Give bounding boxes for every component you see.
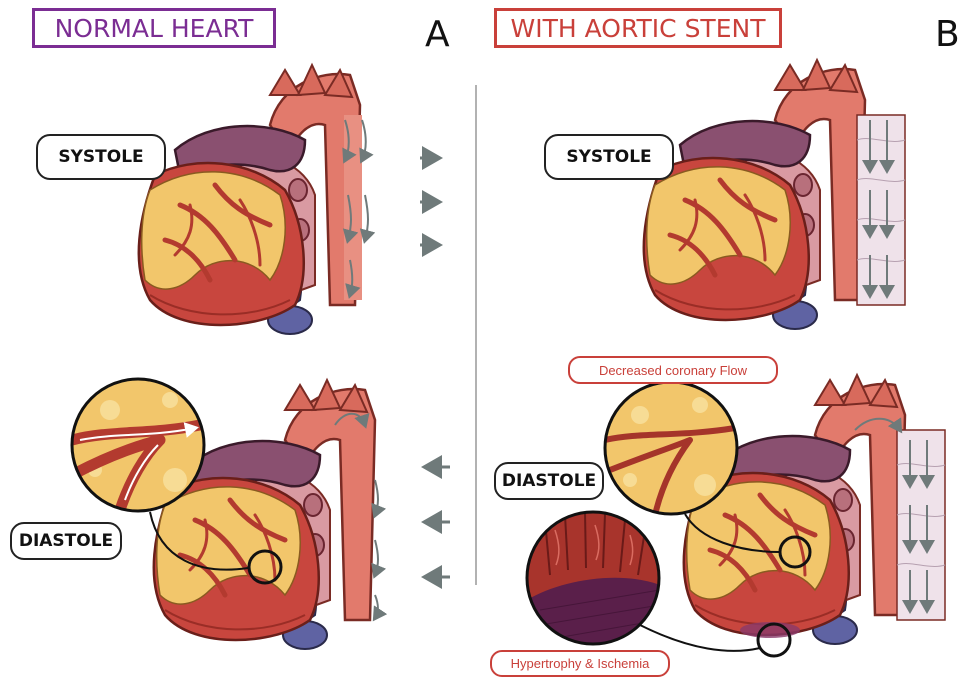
diastole-label-b: DIASTOLE (494, 462, 604, 500)
systole-label-b: SYSTOLE (544, 134, 674, 180)
hypertrophy-ischemia-callout: Hypertrophy & Ischemia (490, 650, 670, 677)
decreased-coronary-flow-callout: Decreased coronary Flow (568, 356, 778, 384)
stent-systole-heart (644, 60, 905, 329)
systole-label-a: SYSTOLE (36, 134, 166, 180)
diastole-label-a: DIASTOLE (10, 522, 122, 560)
normal-systole-heart (139, 65, 368, 334)
